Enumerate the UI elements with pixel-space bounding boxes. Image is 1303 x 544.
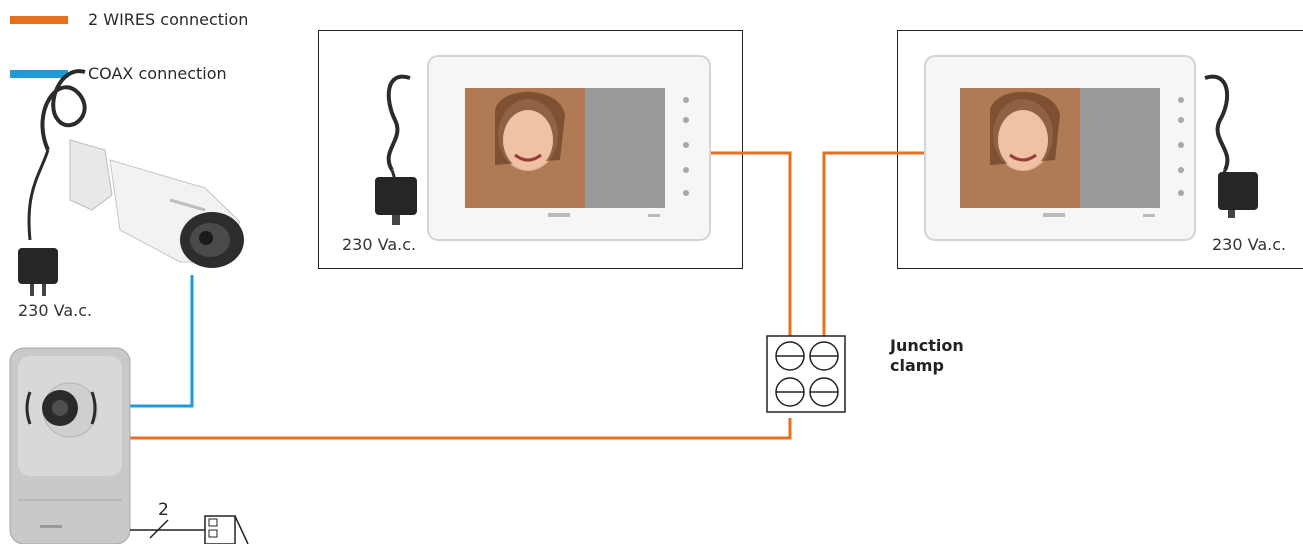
legend-swatch-2wires [10, 16, 68, 24]
wire-clamp-to-right-monitor [822, 151, 925, 336]
legend-swatch-coax [10, 70, 68, 78]
door-lock-icon [130, 515, 249, 544]
monitor-right-power-label: 230 Va.c. [1212, 235, 1287, 254]
junction-clamp-label-line2: clamp [890, 356, 944, 375]
wire-clamp-to-left-monitor [705, 151, 792, 336]
legend-label-coax: COAX connection [88, 64, 227, 83]
monitor-left-power-label: 230 Va.c. [342, 235, 417, 254]
junction-clamp-label: Junction clamp [890, 336, 964, 376]
junction-clamp-icon [766, 335, 846, 413]
camera-power-label: 230 Va.c. [18, 301, 93, 320]
lock-wire-count: 2 [158, 500, 169, 520]
coax-line [130, 275, 194, 408]
legend-label-2wires: 2 WIRES connection [88, 10, 249, 29]
monitor-icon [924, 55, 1258, 241]
door-station-icon [9, 347, 131, 544]
junction-clamp-label-line1: Junction [890, 336, 964, 355]
monitor-icon [375, 55, 711, 241]
wire-panel-to-clamp [130, 418, 792, 440]
power-adapter-icon [18, 248, 58, 296]
camera-icon [27, 69, 244, 268]
two-wire-lines [130, 151, 925, 440]
